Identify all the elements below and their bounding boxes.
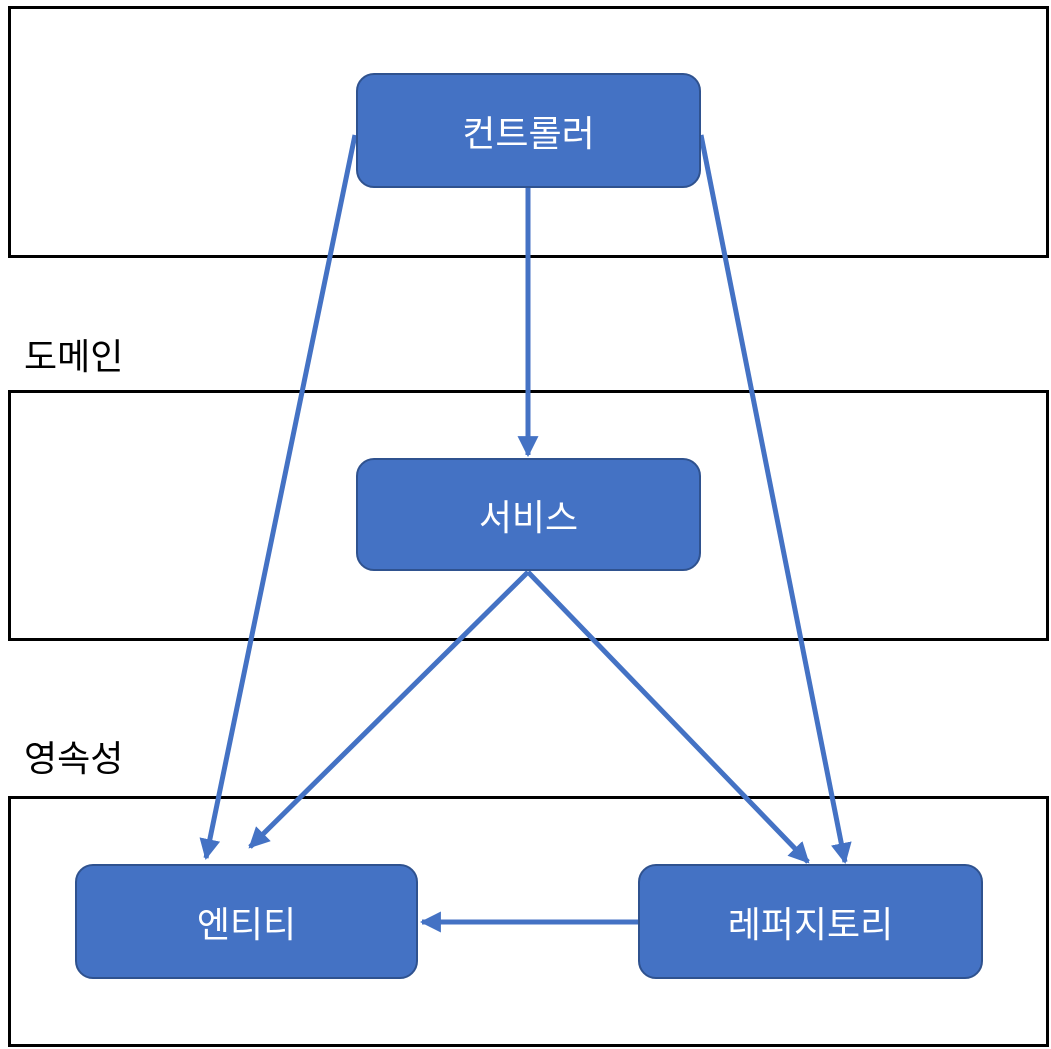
service-label: 서비스 <box>478 497 579 539</box>
controller-node: 컨트롤러 <box>356 73 701 188</box>
persistence-layer-label: 영속성 <box>24 739 124 780</box>
service-node: 서비스 <box>356 458 701 571</box>
entity-label: 엔티티 <box>196 904 297 946</box>
controller-label: 컨트롤러 <box>462 113 595 155</box>
entity-node: 엔티티 <box>75 864 418 979</box>
repository-label: 레퍼지토리 <box>727 904 894 946</box>
repository-node: 레퍼지토리 <box>638 864 983 979</box>
domain-layer-label: 도메인 <box>24 337 124 378</box>
